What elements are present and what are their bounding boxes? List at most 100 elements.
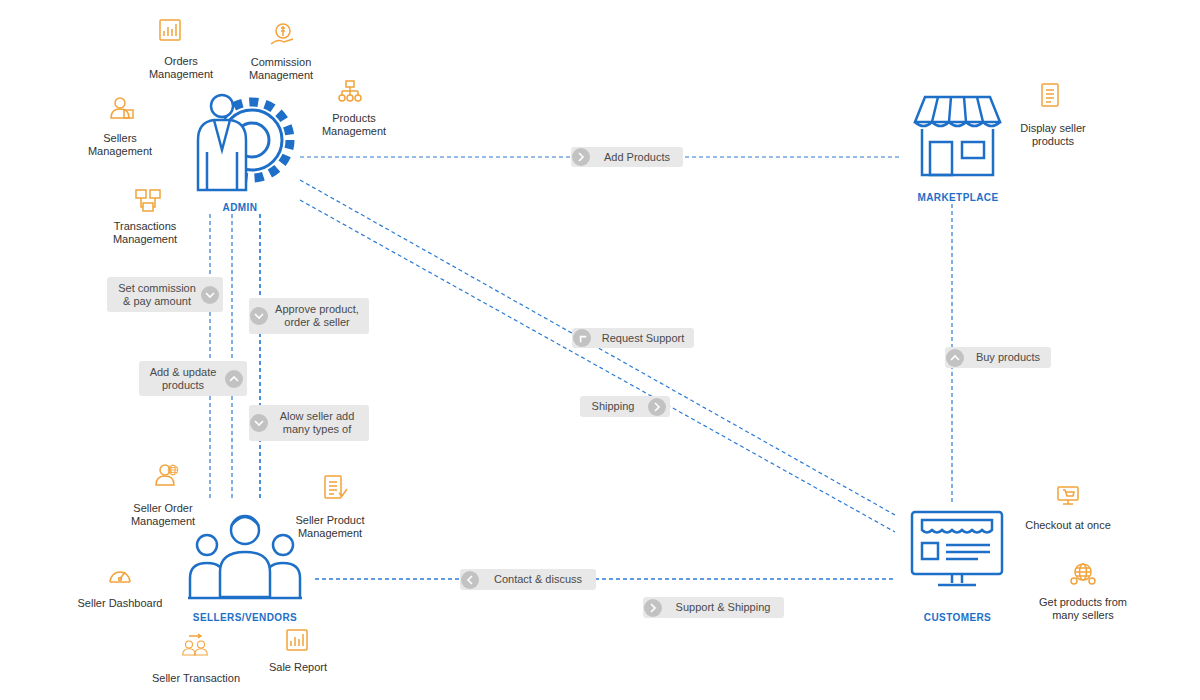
- transactions-icon-part: [143, 203, 153, 211]
- chevron-icon: [225, 370, 243, 388]
- feature-label: Seller Product Management: [288, 514, 372, 540]
- chevron-mark: [230, 377, 238, 381]
- edge-label-pill: Contact & discuss: [460, 569, 596, 590]
- feature-label: Seller Order Management: [123, 502, 203, 528]
- people-icon-part: [231, 516, 259, 544]
- edge-label-pill: Add & update products: [139, 361, 247, 396]
- feature-label: Get products from many sellers: [1033, 596, 1133, 622]
- edge-label: Add & update products: [143, 366, 223, 392]
- dashed-connector: [315, 578, 895, 579]
- chevron-mark: [206, 293, 214, 297]
- chevron-icon: [946, 349, 964, 367]
- gauge-icon-part: [110, 572, 130, 582]
- feature-label: Products Management: [314, 112, 394, 138]
- chevron-mark: [951, 356, 959, 360]
- edge-label: Add Products: [592, 151, 682, 164]
- document-icon-part: [1042, 84, 1058, 106]
- monitor-icon-part: [922, 543, 938, 559]
- chevron-circle: [225, 370, 243, 388]
- seller-transaction-icon-part: [195, 641, 208, 655]
- chevron-icon: [250, 307, 268, 325]
- actor-node: SELLERS/VENDORS: [175, 500, 315, 624]
- report-icon-part: [287, 630, 307, 650]
- admin-icon-part: [211, 95, 233, 117]
- edge-label-pill: Request Support: [572, 328, 694, 348]
- globe-icon-part: [1089, 578, 1095, 584]
- chevron-circle: [201, 286, 219, 304]
- seller-transaction-icon-part-part: [195, 641, 208, 655]
- people-icon-part: [197, 535, 217, 555]
- store-icon-part: [930, 142, 952, 175]
- seller-order-icon-part-part: [168, 465, 178, 475]
- edge-label: Contact & discuss: [481, 573, 595, 586]
- feature-label: Seller Dashboard: [60, 597, 180, 610]
- chevron-icon: [572, 148, 590, 166]
- store-icon-part: [915, 97, 1000, 122]
- edge-label-pill: Alow seller add many types of: [249, 405, 369, 441]
- admin-icon-part: [198, 120, 246, 190]
- chevron-icon: [644, 599, 662, 617]
- node-label: ADMIN: [223, 202, 258, 214]
- dashed-connector: [315, 578, 895, 579]
- actor-node: MARKETPLACE: [900, 90, 1016, 204]
- chevron-circle: [572, 148, 590, 166]
- feature-label: Display seller products: [1013, 122, 1093, 148]
- dashed-connector: [259, 214, 260, 500]
- product-doc-icon: [325, 476, 347, 498]
- chevron-circle: [250, 307, 268, 325]
- checkout-icon-part: [1058, 487, 1078, 504]
- chart-icon-part: [160, 20, 180, 40]
- store-icon-part: [962, 142, 984, 158]
- chevron-circle: [250, 414, 268, 432]
- chevron-icon: [648, 398, 666, 416]
- icon-layer-part: [110, 20, 1095, 655]
- feature-label: Orders Management: [141, 55, 221, 81]
- transactions-icon-part: [136, 190, 146, 198]
- admin-icon-part: [214, 120, 230, 150]
- store-icon: [915, 97, 1000, 175]
- hierarchy-icon-part: [339, 81, 361, 101]
- edge-label-pill: Set commission & pay amount: [107, 277, 223, 312]
- edge-label: Alow seller add many types of: [270, 410, 364, 436]
- chevron-icon: [461, 571, 479, 589]
- edge-label: Request Support: [593, 332, 693, 345]
- seller-transaction-icon-part: [183, 641, 196, 655]
- chevron-circle: [573, 329, 591, 347]
- store-icon-part: [915, 122, 1000, 126]
- feature-label: Sellers Management: [80, 132, 160, 158]
- admin-icon: [198, 95, 290, 190]
- edge-label-pill: Shipping: [580, 396, 670, 417]
- actor-node: ADMIN: [180, 88, 300, 214]
- feature-label: Commission Management: [241, 56, 321, 82]
- commission-icon: [271, 24, 293, 44]
- monitor-icon-part: [912, 512, 1002, 574]
- commission-icon-part: [281, 26, 285, 36]
- store-icon-part: [932, 97, 983, 122]
- chevron-circle: [648, 398, 666, 416]
- feature-label: Seller Transaction: [136, 672, 256, 685]
- chevron-mark: [255, 421, 263, 425]
- document-icon: [1042, 84, 1058, 106]
- chevron-mark: [579, 153, 583, 161]
- edge-label-pill: Approve product, order & seller: [249, 298, 369, 334]
- seller-transaction-icon-part-part: [183, 641, 196, 655]
- seller-transaction-icon: [183, 634, 208, 655]
- edge-label: Approve product, order & seller: [270, 303, 364, 329]
- chevron-icon: [573, 329, 591, 347]
- dashed-connector: [209, 214, 210, 500]
- edge-label-pill: Buy products: [945, 347, 1051, 368]
- node-label: MARKETPLACE: [917, 192, 998, 204]
- transactions-icon-part: [150, 190, 160, 198]
- chevron-mark: [255, 314, 263, 318]
- edge-label: Support & Shipping: [664, 601, 782, 614]
- chevron-icon: [201, 286, 219, 304]
- transactions-icon-part: [141, 198, 155, 207]
- chevron-icon: [250, 414, 268, 432]
- chevron-circle: [461, 571, 479, 589]
- dashed-connector: [300, 180, 895, 515]
- edge-label: Shipping: [580, 400, 646, 413]
- people-icon-part: [188, 597, 302, 600]
- monitor-icon-part: [922, 520, 992, 533]
- edge-label-pill: Support & Shipping: [643, 597, 784, 618]
